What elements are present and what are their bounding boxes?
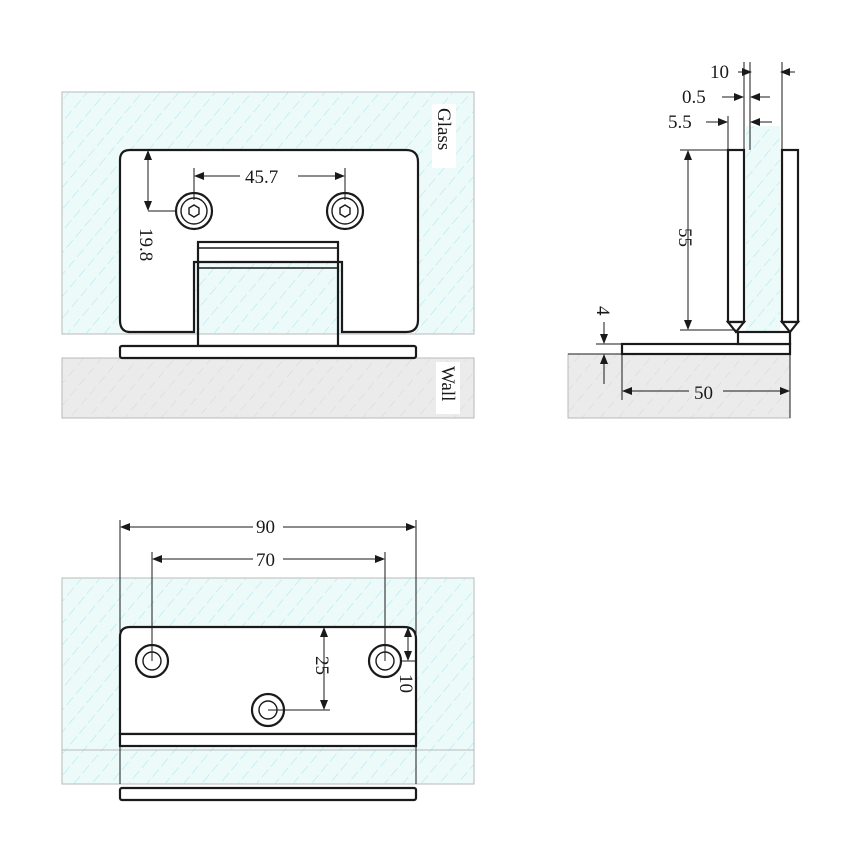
glass-label: Glass xyxy=(433,108,454,150)
front-view: Glass Wall 45.7 19.8 xyxy=(61,91,475,419)
base-plate-top xyxy=(118,786,418,802)
side-view: 10 0.5 5.5 55 4 50 xyxy=(567,62,801,419)
dim-center-offset: 25 xyxy=(311,656,332,675)
dim-edge-offset: 10 xyxy=(395,674,416,693)
hinge-body-side xyxy=(736,330,792,346)
clamp-tip-left xyxy=(725,320,747,334)
clamp-plate-right xyxy=(780,148,800,324)
wall-label: Wall xyxy=(437,366,458,401)
clamp-plate-left xyxy=(726,148,746,324)
wall-section-side xyxy=(567,353,791,419)
dim-screw-height: 19.8 xyxy=(135,228,156,261)
wall-label-bg xyxy=(436,362,460,414)
dim-plate: 5.5 xyxy=(668,112,692,133)
dim-total: 10 xyxy=(710,62,729,83)
top-view: 90 70 25 10 xyxy=(61,517,475,802)
wall-section-front xyxy=(61,357,475,419)
glass-label-bg xyxy=(432,104,456,168)
dim-height: 55 xyxy=(674,228,695,247)
dim-base-thickness: 4 xyxy=(592,306,613,316)
dim-width: 90 xyxy=(256,517,275,538)
dim-hole-spacing: 70 xyxy=(256,550,275,571)
plate-edge-top xyxy=(118,732,418,748)
clamp-tip-right xyxy=(779,320,801,334)
dim-gap: 0.5 xyxy=(682,87,706,108)
glass-panel-side xyxy=(746,126,780,332)
hinge-plate-top xyxy=(118,625,418,736)
dim-screw-spacing: 45.7 xyxy=(245,167,278,188)
base-plate-front xyxy=(118,344,418,360)
base-plate-side xyxy=(620,342,792,356)
dim-depth: 50 xyxy=(694,383,713,404)
